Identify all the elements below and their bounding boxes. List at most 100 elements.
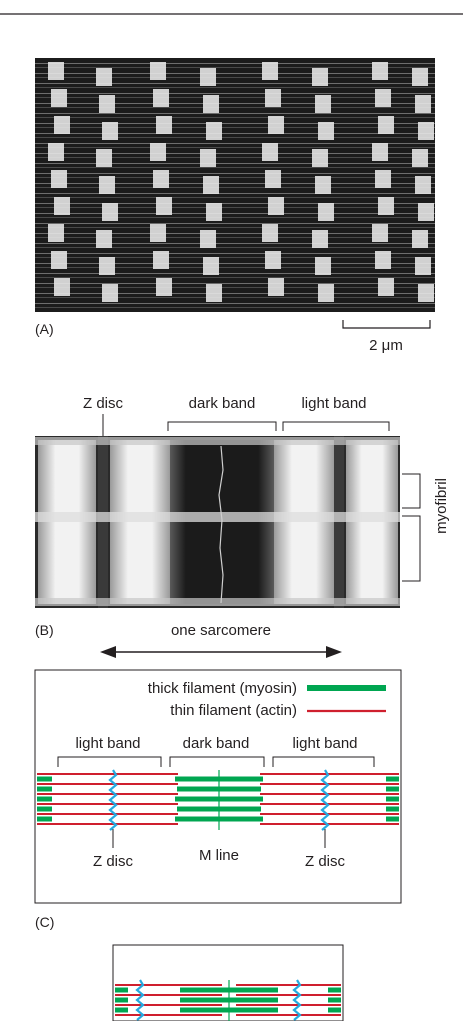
micrograph-band-spot — [375, 170, 391, 188]
micrograph-band-spot — [156, 197, 172, 215]
light-band-bracket-c-left — [57, 756, 162, 767]
micrograph-band-spot — [378, 197, 394, 215]
z-disc-label-c-right: Z disc — [305, 853, 346, 870]
micrograph-band-spot — [268, 197, 284, 215]
micrograph-band-spot — [54, 278, 70, 296]
micrograph-band-spot — [200, 68, 216, 86]
micrograph-band-spot — [156, 116, 172, 134]
micrograph-band-spot — [372, 62, 388, 80]
z-disc-line — [135, 979, 145, 1021]
micrograph-band-spot — [54, 116, 70, 134]
panel-a-label: (A) — [35, 321, 54, 337]
micrograph-band-spot — [200, 230, 216, 248]
micrograph-band-spot — [99, 257, 115, 275]
micrograph-band-spot — [206, 122, 222, 140]
dark-band-label-b: dark band — [189, 395, 256, 412]
myofibril-label: myofibril — [433, 478, 450, 534]
micrograph-band-spot — [262, 224, 278, 242]
micrograph-band-spot — [268, 278, 284, 296]
legend-thick-label: thick filament (myosin) — [148, 680, 297, 697]
panel-b-label: (B) — [35, 622, 54, 638]
micrograph-band-spot — [418, 203, 434, 221]
myofibril-bracket-bottom — [402, 515, 421, 582]
micrograph-band-spot — [203, 257, 219, 275]
micrograph-band-spot — [312, 230, 328, 248]
micrograph-band-spot — [262, 143, 278, 161]
micrograph-band-spot — [312, 68, 328, 86]
dark-band-bracket-b — [167, 421, 277, 431]
z-disc-label-b: Z disc — [83, 395, 124, 412]
micrograph-band-spot — [206, 203, 222, 221]
micrograph-band-spot — [206, 284, 222, 302]
micrograph-band-spot — [102, 122, 118, 140]
z-disc-label-c-left: Z disc — [93, 853, 134, 870]
contracted-frame — [112, 944, 344, 1021]
sarcomere-label: one sarcomere — [171, 622, 271, 639]
contracted-sarcomere-diagram — [115, 979, 341, 1021]
z-disc-line — [108, 769, 118, 831]
micrograph-band-spot — [51, 170, 67, 188]
micrograph-band-spot — [318, 122, 334, 140]
micrograph-band-spot — [268, 116, 284, 134]
scale-bar — [342, 320, 431, 329]
micrograph-band-spot — [315, 95, 331, 113]
micrograph-band-spot — [265, 89, 281, 107]
micrograph-band-spot — [412, 68, 428, 86]
micrograph-band-spot — [315, 176, 331, 194]
micrograph-band-spot — [412, 230, 428, 248]
legend-thin-label: thin filament (actin) — [170, 702, 297, 719]
micrograph-band-spot — [48, 224, 64, 242]
scale-bar-label: 2 μm — [369, 337, 403, 354]
micrograph-band-spot — [203, 176, 219, 194]
micrograph-band-spot — [51, 89, 67, 107]
micrograph-band-spot — [102, 203, 118, 221]
panel-b-micrograph — [35, 436, 400, 608]
micrograph-band-spot — [153, 89, 169, 107]
micrograph-band-spot — [150, 224, 166, 242]
light-band-bracket-b — [282, 421, 390, 431]
micrograph-band-spot — [375, 251, 391, 269]
sarcomere-arrow — [100, 646, 342, 658]
micrograph-band-spot — [415, 176, 431, 194]
light-band-bracket-c-right — [272, 756, 375, 767]
micrograph-band-spot — [102, 284, 118, 302]
dark-band-bracket-c — [169, 756, 265, 767]
light-band-label-b: light band — [301, 395, 366, 412]
micrograph-band-spot — [48, 143, 64, 161]
micrograph-band-spot — [315, 257, 331, 275]
micrograph-band-spot — [412, 149, 428, 167]
panel-c-frame — [34, 669, 402, 904]
micrograph-band-spot — [51, 251, 67, 269]
micrograph-band-spot — [265, 251, 281, 269]
micrograph-band-spot — [96, 230, 112, 248]
micrograph-band-spot — [203, 95, 219, 113]
micrograph-band-spot — [99, 176, 115, 194]
micrograph-band-spot — [418, 284, 434, 302]
micrograph-band-spot — [375, 89, 391, 107]
legend: thick filament (myosin) thin filament (a… — [148, 680, 386, 719]
micrograph-band-spot — [418, 122, 434, 140]
dark-band-label-c: dark band — [183, 735, 250, 752]
micrograph-band-spot — [200, 149, 216, 167]
micrograph-band-spot — [153, 170, 169, 188]
micrograph-band-spot — [150, 62, 166, 80]
sarcomere-diagram-c — [37, 769, 399, 831]
micrograph-band-spot — [262, 62, 278, 80]
micrograph-band-spot — [312, 149, 328, 167]
micrograph-band-spot — [150, 143, 166, 161]
micrograph-band-spot — [318, 284, 334, 302]
micrograph-band-spot — [265, 170, 281, 188]
micrograph-band-spot — [378, 116, 394, 134]
light-band-label-c-right: light band — [292, 735, 357, 752]
micrograph-band-spot — [372, 143, 388, 161]
micrograph-band-spot — [372, 224, 388, 242]
z-disc-line — [320, 769, 330, 831]
micrograph-band-spot — [378, 278, 394, 296]
micrograph-band-spot — [415, 257, 431, 275]
micrograph-band-spot — [318, 203, 334, 221]
micrograph-band-spot — [99, 95, 115, 113]
panel-a-micrograph — [35, 58, 435, 312]
micrograph-band-spot — [96, 68, 112, 86]
z-disc-line — [292, 979, 302, 1021]
